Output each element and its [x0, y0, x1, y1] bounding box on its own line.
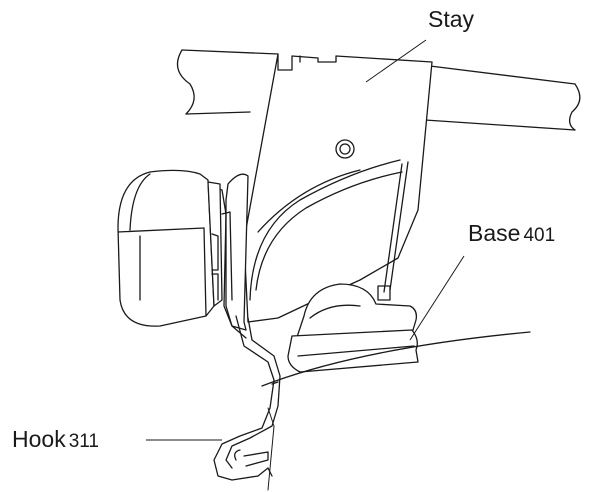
- base-leader: [409, 255, 465, 341]
- stay-label: Stay: [428, 8, 477, 31]
- roof-surface: [261, 331, 531, 387]
- clamp-plate: [215, 173, 249, 339]
- roof-bar: [176, 49, 581, 131]
- hook-label-number: 311: [68, 431, 99, 452]
- rubber-pad: [117, 169, 223, 327]
- leader-lines: [146, 39, 465, 441]
- hook-label-name: Hook: [12, 426, 66, 452]
- stay-label-name: Stay: [428, 6, 475, 32]
- stay-leader: [365, 39, 427, 83]
- hook: [213, 315, 281, 491]
- base-pad: [287, 283, 419, 373]
- base-label-number: 401: [523, 225, 556, 246]
- stay-body: [243, 53, 433, 323]
- base-label-name: Base: [468, 220, 521, 246]
- stay-bolt: [335, 139, 355, 159]
